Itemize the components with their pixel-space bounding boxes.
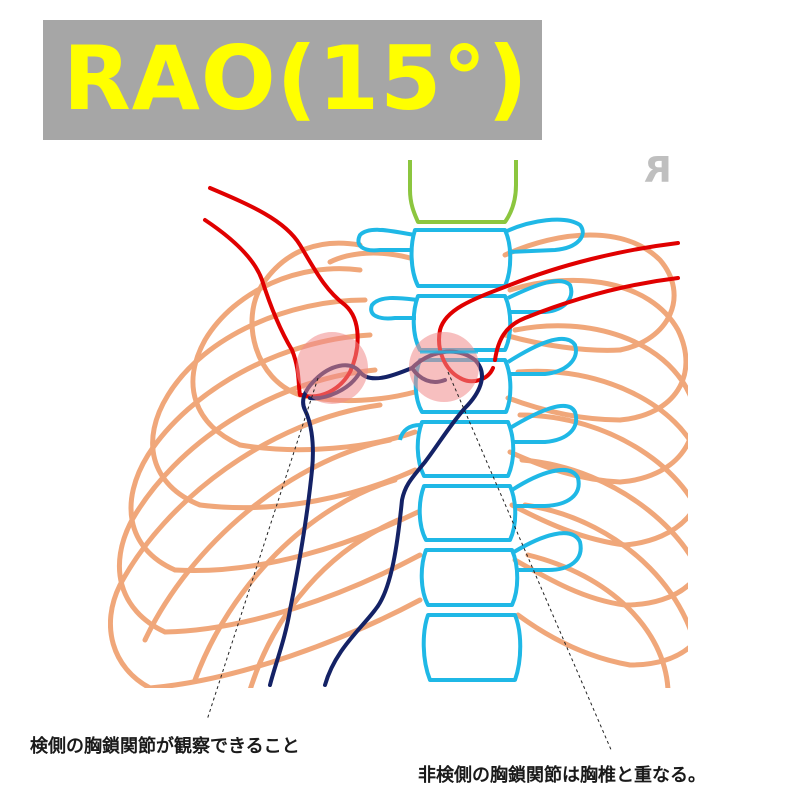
rib-left-5 [117, 367, 378, 635]
rib-left-6 [108, 402, 383, 688]
rib-left-post-4 [197, 467, 418, 511]
sternum [268, 349, 484, 687]
transverse-left-1 [356, 227, 416, 253]
rib-right-1 [502, 232, 677, 353]
rib-right-post-6 [515, 612, 633, 668]
clavicle-right-inner [493, 276, 680, 362]
vertebra-t5 [417, 484, 518, 542]
ribs [108, 232, 688, 688]
vertebra-t7 [421, 613, 523, 682]
manubrium-left-edge [268, 378, 317, 687]
rib-right-post-5 [512, 557, 628, 608]
transverse-left-2 [369, 296, 419, 321]
joint-highlight-right [409, 332, 479, 402]
manubrium-outline [313, 349, 484, 687]
annotation-left: 検側の胸鎖関節が観察できること [30, 736, 300, 757]
rib-left-4 [128, 332, 373, 573]
rib-right-post-3 [507, 449, 623, 485]
page-title: RAO(15°) [63, 27, 529, 130]
transverse-right-1 [504, 217, 585, 254]
transverse-right-3 [506, 336, 578, 376]
thoracic-vertebrae [356, 217, 585, 682]
leader-line-right [447, 371, 613, 753]
leader-lines [206, 371, 613, 753]
vertebra-t6 [419, 548, 520, 607]
rib-right-7 [522, 502, 688, 631]
rib-right-2 [507, 277, 688, 423]
transverse-left-3 [398, 423, 421, 441]
vertebra-t4 [415, 420, 516, 478]
rib-left-post-3 [237, 429, 418, 453]
rib-right-post-2 [505, 395, 623, 423]
vertebra-t2 [411, 294, 513, 352]
transverse-right-6 [512, 531, 583, 572]
transverse-right-2 [507, 279, 574, 314]
annotation-right: 非検側の胸鎖関節は胸椎と重なる。 [418, 765, 706, 786]
rib-right-post-4 [509, 502, 628, 548]
rib-left-post-1 [327, 250, 413, 265]
rib-right-8 [525, 552, 671, 688]
rib-left-post-7 [147, 597, 423, 688]
transverse-right-5 [510, 468, 581, 508]
vertebra-t1 [409, 228, 513, 288]
rib-left-7 [142, 437, 393, 643]
rib-left-post-5 [172, 509, 421, 574]
rib-left-8 [192, 477, 398, 683]
cervical-vertebra [408, 160, 518, 224]
transverse-right-4 [508, 403, 579, 444]
rib-right-post-1 [502, 332, 623, 353]
joint-highlight-left [296, 332, 368, 404]
title-banner: RAO(15°) [43, 20, 542, 140]
rib-left-2 [190, 266, 363, 448]
